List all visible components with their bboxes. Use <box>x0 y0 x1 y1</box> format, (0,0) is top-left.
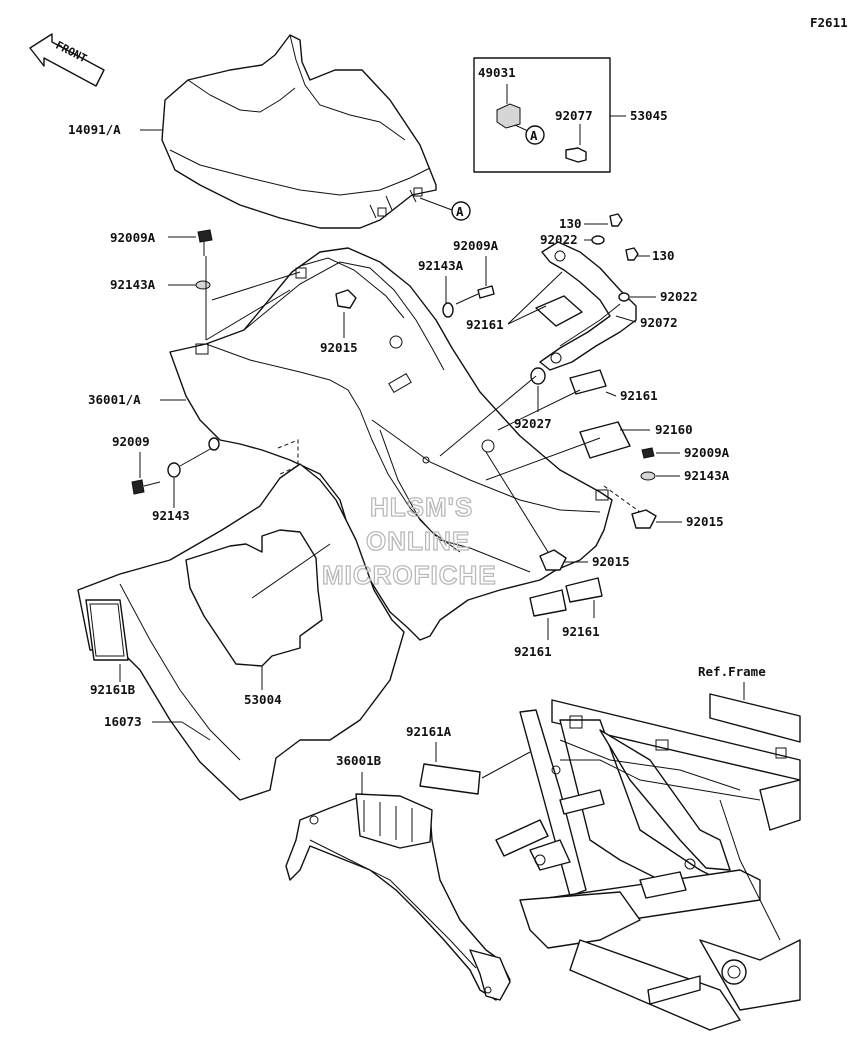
watermark-line-3: MICROFICHE <box>322 560 497 590</box>
watermark-line-2: ONLINE <box>366 526 470 556</box>
label-92161A: 92161A <box>406 724 452 739</box>
kit-53045: 49031 A 92077 53045 <box>473 57 668 173</box>
label-14091: 14091/A <box>68 122 121 137</box>
label-92143: 92143 <box>152 508 190 523</box>
label-92143A-right: 92143A <box>684 468 730 483</box>
label-92161-d: 92161 <box>514 644 552 659</box>
plate-92161A: 92161A <box>406 724 531 795</box>
label-92015-left: 92015 <box>320 340 358 355</box>
label-92015-right: 92015 <box>686 514 724 529</box>
label-36001A: 36001/A <box>88 392 141 407</box>
watermark-line-1: HLSM'S <box>370 492 473 522</box>
lower-cover-36001B: 36001B <box>285 753 511 1001</box>
label-92022-right: 92022 <box>660 289 698 304</box>
left-hardware: 92009A 92143A 92009 92143 <box>110 229 301 523</box>
label-49031: 49031 <box>478 65 516 80</box>
label-92009A-right: 92009A <box>684 445 730 460</box>
label-92161-c: 92161 <box>562 624 600 639</box>
label-92009A-mid: 92009A <box>453 238 499 253</box>
reference-frame: Ref.Frame <box>495 664 801 1031</box>
label-92072: 92072 <box>640 315 678 330</box>
label-92160: 92160 <box>655 422 693 437</box>
label-92161-b: 92161 <box>620 388 658 403</box>
label-130-top: 130 <box>559 216 582 231</box>
label-53004: 53004 <box>244 692 282 707</box>
svg-text:A: A <box>530 128 538 143</box>
label-92009: 92009 <box>112 434 150 449</box>
label-92161B: 92161B <box>90 682 136 697</box>
side-cover-36001A: 92015 92015 36001/A <box>88 247 630 641</box>
label-92015-bottom: 92015 <box>592 554 630 569</box>
label-92027: 92027 <box>514 416 552 431</box>
label-92009A-left: 92009A <box>110 230 156 245</box>
kit-ref-a: A <box>456 204 464 219</box>
label-53045: 53045 <box>630 108 668 123</box>
kit-ref-circle <box>451 201 471 221</box>
cover-16073: 92161B 53004 16073 <box>77 439 405 801</box>
label-36001B: 36001B <box>336 753 382 768</box>
label-92143A-left: 92143A <box>110 277 156 292</box>
bracket-hardware: 130 92022 92009A 92143A 130 92022 92161 … <box>418 213 730 529</box>
front-arrow-icon: FRONT <box>29 33 105 87</box>
ref-frame-label: Ref.Frame <box>698 664 766 679</box>
watermark: HLSM'S ONLINE MICROFICHE <box>321 491 497 590</box>
lower-pads: 92161 92161 <box>514 577 603 659</box>
label-92022-top: 92022 <box>540 232 578 247</box>
diagram-id: F2611 <box>810 15 848 30</box>
label-92143A-mid: 92143A <box>418 258 464 273</box>
upper-cover-14091: 14091/A A <box>68 34 471 229</box>
label-16073: 16073 <box>104 714 142 729</box>
label-92161-a: 92161 <box>466 317 504 332</box>
label-130-right: 130 <box>652 248 675 263</box>
label-92077: 92077 <box>555 108 593 123</box>
